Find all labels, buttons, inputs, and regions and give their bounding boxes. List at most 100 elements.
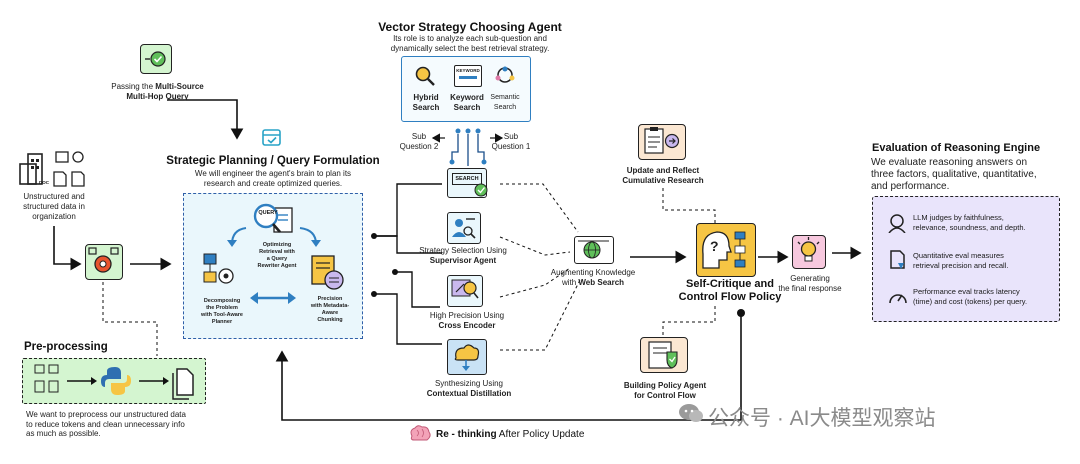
- keyword-label-line1: Keyword: [450, 93, 484, 102]
- planner-icon: [200, 252, 238, 286]
- hybrid-label-line2: Search: [412, 103, 440, 112]
- preprocess-desc-line2: to reduce tokens and clean unnecessary i…: [26, 419, 185, 429]
- generate-label: Generating the final response: [768, 274, 852, 294]
- sub1-line2: Question 1: [491, 142, 531, 151]
- dec-line2: the Problem: [206, 305, 238, 311]
- gear-icon: [85, 244, 123, 280]
- query-pass-text1: Passing the: [111, 82, 156, 91]
- keyword-search-icon: KEYWORD: [454, 65, 482, 87]
- sub2-line1: Sub: [411, 132, 427, 141]
- preprocess-title: Pre-processing: [24, 341, 108, 353]
- eval2-line1: Quantitative eval measures: [913, 251, 1004, 260]
- unstructured-line2: structured data in: [23, 202, 85, 211]
- augment-line2: with: [561, 278, 579, 287]
- distillation-label: Synthesizing Using Contextual Distillati…: [404, 379, 534, 399]
- generate-line2: the final response: [778, 284, 842, 293]
- gauge-icon: [887, 287, 909, 307]
- augment-line2-bold: Web Search: [578, 278, 625, 287]
- rethinking-rest: After Policy Update: [496, 429, 585, 440]
- preprocess-box: [22, 358, 206, 404]
- evaluation-box: LLM judges by faithfulness,relevance, so…: [872, 196, 1060, 322]
- query-tag: QUERY: [258, 210, 278, 216]
- hybrid-search-icon: [414, 65, 436, 87]
- semantic-search-icon: [492, 65, 518, 87]
- rethinking-bold: Re - thinking: [436, 429, 497, 440]
- planning-desc: We will engineer the agent's brain to pl…: [160, 169, 386, 189]
- vector-agent-desc-line1: Its role is to analyze each sub-question…: [393, 34, 547, 43]
- eval2-line2: retrieval precision and recall.: [913, 260, 1009, 270]
- evaluation-desc-line3: and performance.: [871, 181, 950, 192]
- dec-line1: Decomposing: [203, 298, 241, 304]
- s4-line2: Contextual Distillation: [426, 389, 512, 398]
- policy-line1: Building Policy Agent: [623, 381, 707, 390]
- cross-encoder-label: High Precision Using Cross Encoder: [412, 311, 522, 331]
- planning-title: Strategic Planning / Query Formulation: [166, 155, 380, 167]
- pre-line3: Aware: [321, 310, 339, 316]
- s4-line1: Synthesizing Using: [434, 379, 504, 388]
- evaluation-desc-line2: three factors, qualitative, quantitative…: [871, 169, 1037, 180]
- policy-agent-label: Building Policy Agent for Control Flow: [610, 381, 720, 401]
- preprocess-desc-line3: as much as possible.: [26, 429, 101, 438]
- s2-line2: Supervisor Agent: [429, 256, 497, 265]
- reflect-label: Update and Reflect Cumulative Research: [606, 166, 720, 186]
- opt-line4: Rewriter Agent: [257, 263, 297, 269]
- cross-encoder-icon: [447, 275, 483, 307]
- generate-line1: Generating: [790, 274, 830, 283]
- augment-label: Augmenting Knowledge with Web Search: [543, 268, 643, 288]
- distillation-icon: [447, 339, 487, 375]
- query-rewriter-icon: [252, 202, 296, 238]
- self-critique-icon: ?: [696, 223, 756, 277]
- critique-line2: Control Flow Policy: [678, 291, 782, 303]
- preprocess-desc: We want to preprocess our unstructured d…: [26, 410, 226, 439]
- svg-text:?: ?: [710, 238, 719, 254]
- doc-tag: DOC: [39, 180, 49, 185]
- pre-line4: Chunking: [317, 317, 343, 323]
- watermark-text: 公众号 · AI大模型观察站: [708, 407, 936, 430]
- reflect-line1: Update and Reflect: [626, 166, 700, 175]
- evaluation-title: Evaluation of Reasoning Engine: [872, 142, 1041, 154]
- s3-line1: High Precision Using: [429, 311, 505, 320]
- vector-agent-desc: Its role is to analyze each sub-question…: [340, 34, 600, 54]
- query-pass-label: Passing the Multi-Source Multi-Hop Query: [95, 82, 220, 102]
- planning-desc-line2: research and create optimized queries.: [203, 179, 343, 188]
- query-pass-text1-bold: Multi-Source: [155, 82, 204, 91]
- keyword-icon-tag: KEYWORD: [456, 68, 480, 73]
- policy-line2: for Control Flow: [634, 391, 696, 400]
- search-tag: SEARCH: [452, 173, 482, 185]
- lightbulb-icon: [792, 235, 826, 269]
- sub1-line1: Sub: [503, 132, 519, 141]
- opt-line3: a Query: [266, 256, 288, 262]
- double-arrow-icon: [250, 292, 296, 304]
- unstructured-line3: organization: [32, 212, 76, 221]
- supervisor-agent-label: Strategy Selection Using Supervisor Agen…: [408, 246, 518, 266]
- dec-line3: with Tool-Aware: [201, 312, 243, 318]
- evaluation-desc: We evaluate reasoning answers on three f…: [871, 157, 1071, 193]
- rethinking-label: Re - thinking After Policy Update: [436, 429, 584, 440]
- search-window-icon: SEARCH: [447, 168, 488, 198]
- chunking-icon: [310, 254, 346, 292]
- pre-line1: Precision: [317, 296, 343, 302]
- policy-agent-icon: [640, 337, 688, 373]
- critique-line1: Self-Critique and: [685, 278, 774, 290]
- brain-icon: [408, 424, 432, 444]
- unstructured-data-label: Unstructured and structured data in orga…: [2, 192, 106, 222]
- clipboard-icon: [638, 124, 686, 160]
- vector-agent-title: Vector Strategy Choosing Agent: [378, 20, 562, 34]
- evaluation-desc-line1: We evaluate reasoning answers on: [871, 157, 1028, 168]
- s3-line2: Cross Encoder: [438, 321, 496, 330]
- planning-desc-line1: We will engineer the agent's brain to pl…: [194, 169, 352, 178]
- query-pass-text2: Multi-Hop Query: [126, 92, 189, 101]
- eval3-line1: Performance eval tracks latency: [913, 287, 1020, 296]
- calendar-check-icon: [260, 127, 284, 147]
